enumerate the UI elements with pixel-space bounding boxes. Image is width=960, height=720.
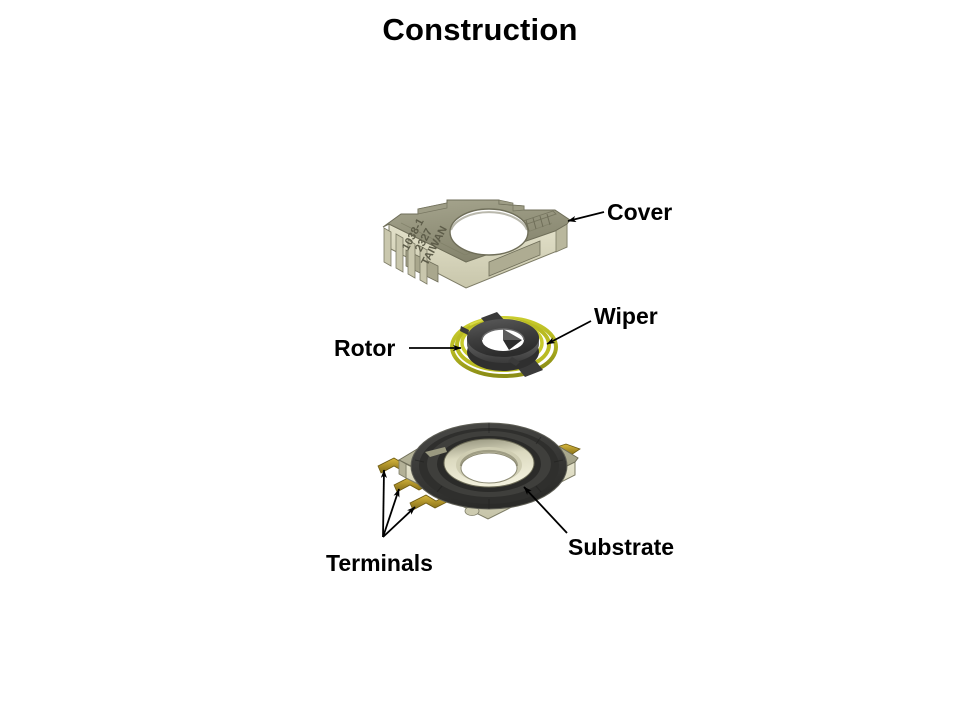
substrate-leader-line <box>523 486 568 534</box>
wiper-leader-line <box>546 320 592 345</box>
substrate-track-gap <box>425 447 447 457</box>
callout-label-substrate: Substrate <box>568 534 675 560</box>
cover-hole-inner-shadow <box>450 211 528 231</box>
rotor-wiper-assembly <box>450 312 558 378</box>
page-title: Construction <box>382 12 578 47</box>
cover-leader-line <box>567 211 605 223</box>
cover-ribs <box>525 213 551 232</box>
terminals-leader-line-1 <box>380 469 387 538</box>
substrate-track-segments <box>414 423 564 509</box>
cover-top-notch-right <box>498 199 525 212</box>
cover-center-hole <box>449 208 529 256</box>
cover-rib-frame <box>522 210 557 225</box>
callout-label-cover: Cover <box>607 199 673 225</box>
rotor-tab-bottom <box>508 357 520 366</box>
callout-label-terminals: Terminals <box>326 550 433 576</box>
rotor-aperture-rim <box>481 328 525 341</box>
terminals-leader-line-2 <box>382 488 400 538</box>
cover-front-window-right <box>488 240 541 277</box>
rotor-drive-wedge <box>503 329 522 340</box>
cover-top-notch-left <box>417 202 448 215</box>
rotor-side-wall <box>467 334 539 363</box>
cover-part: 1038-1 2327 TAIWAN <box>382 199 571 289</box>
substrate-part <box>377 422 581 520</box>
substrate-bore-shadow <box>459 449 519 467</box>
callout-leaders <box>380 211 605 538</box>
callout-label-rotor: Rotor <box>334 335 396 361</box>
terminals-leader-line-3 <box>382 506 416 538</box>
rotor-drive-wedge-shadow <box>503 340 522 350</box>
callout-label-wiper: Wiper <box>594 303 658 329</box>
rotor-tab-left <box>460 326 469 335</box>
substrate-center-hole <box>460 452 518 484</box>
rotor-part <box>460 319 539 371</box>
cover-left-tabs <box>383 227 428 285</box>
